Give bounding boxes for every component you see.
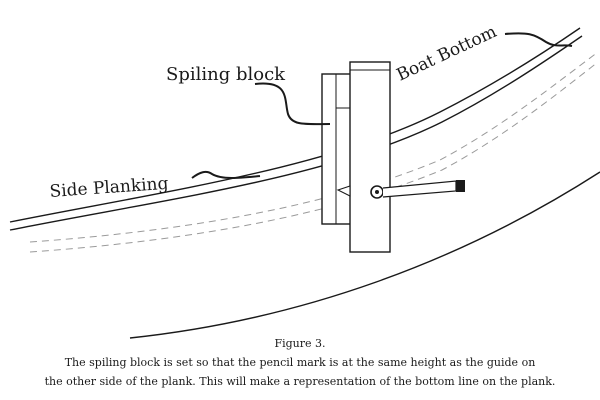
pencil-pivot-center xyxy=(375,190,379,194)
caption-figure-number: Figure 3. xyxy=(274,337,326,350)
pencil-tip xyxy=(456,180,465,192)
label-boat-bottom: Boat Bottom xyxy=(394,22,500,86)
hull-bottom-curve xyxy=(129,171,600,339)
caption-line-1: The spiling block is set so that the pen… xyxy=(64,356,536,369)
spiling-block-front xyxy=(349,61,391,253)
boat-bottom-inner-line xyxy=(9,35,583,231)
spiling-diagram: Spiling block Boat Bottom Side Planking xyxy=(9,22,600,339)
caption-line-2: the other side of the plank. This will m… xyxy=(44,375,556,388)
label-side-planking: Side Planking xyxy=(49,174,169,202)
pencil-mark xyxy=(336,185,351,197)
leader-boat-bottom xyxy=(504,32,573,47)
label-spiling-block: Spiling block xyxy=(166,64,286,85)
figure-caption: Figure 3. The spiling block is set so th… xyxy=(0,334,600,391)
leader-spiling-block xyxy=(254,82,331,126)
pencil-rod xyxy=(382,180,457,198)
dashed-guide-line-lower xyxy=(29,61,599,253)
dashed-guide-line-upper xyxy=(29,51,599,243)
leader-side-planking xyxy=(191,170,261,179)
